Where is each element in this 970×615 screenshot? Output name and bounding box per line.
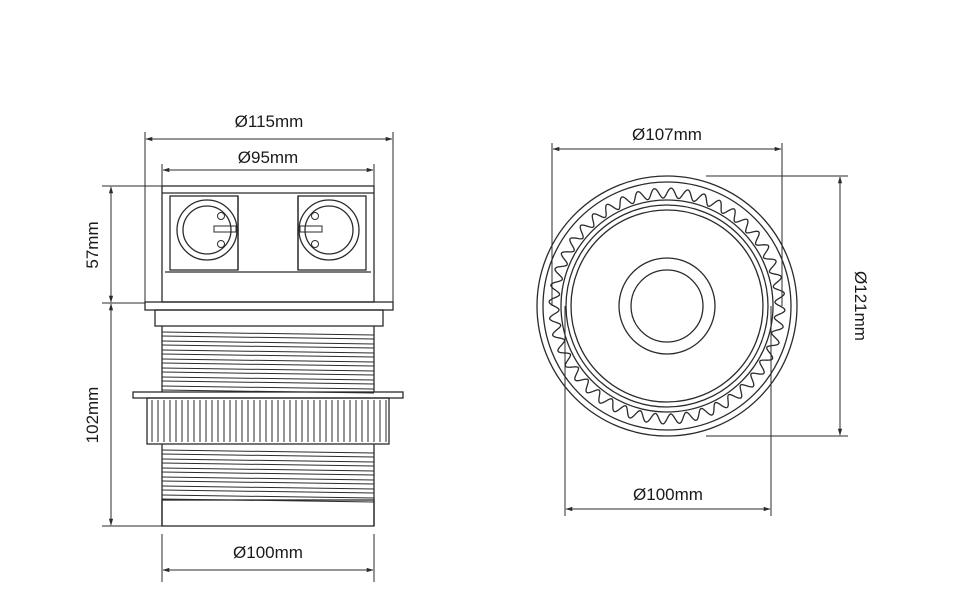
top-view: Ø107mm Ø121mm Ø100mm [536,125,870,516]
lower-thread [161,449,375,503]
upper-thread [161,331,375,394]
socket-outlet-right [297,195,367,271]
socket-height-label: 57mm [83,221,102,268]
top-rim [144,301,394,311]
outer-flange [536,175,798,437]
top-diameter-label: Ø115mm [235,112,304,131]
side-view: Ø115mm Ø95mm 57mm 102mm Ø100mm [83,112,404,582]
center-cap [618,257,716,355]
body-height-label: 102mm [83,387,102,444]
outer-diameter-label: Ø107mm [632,125,702,144]
socket-outlet-left [169,195,239,271]
inner-diameter-label: Ø95mm [238,148,298,167]
locking-nut [132,391,404,445]
flange-diameter-label: Ø121mm [851,271,870,341]
thread-diameter-label: Ø100mm [633,485,703,504]
grip-ring [548,187,786,425]
bottom-diameter-label: Ø100mm [233,543,303,562]
